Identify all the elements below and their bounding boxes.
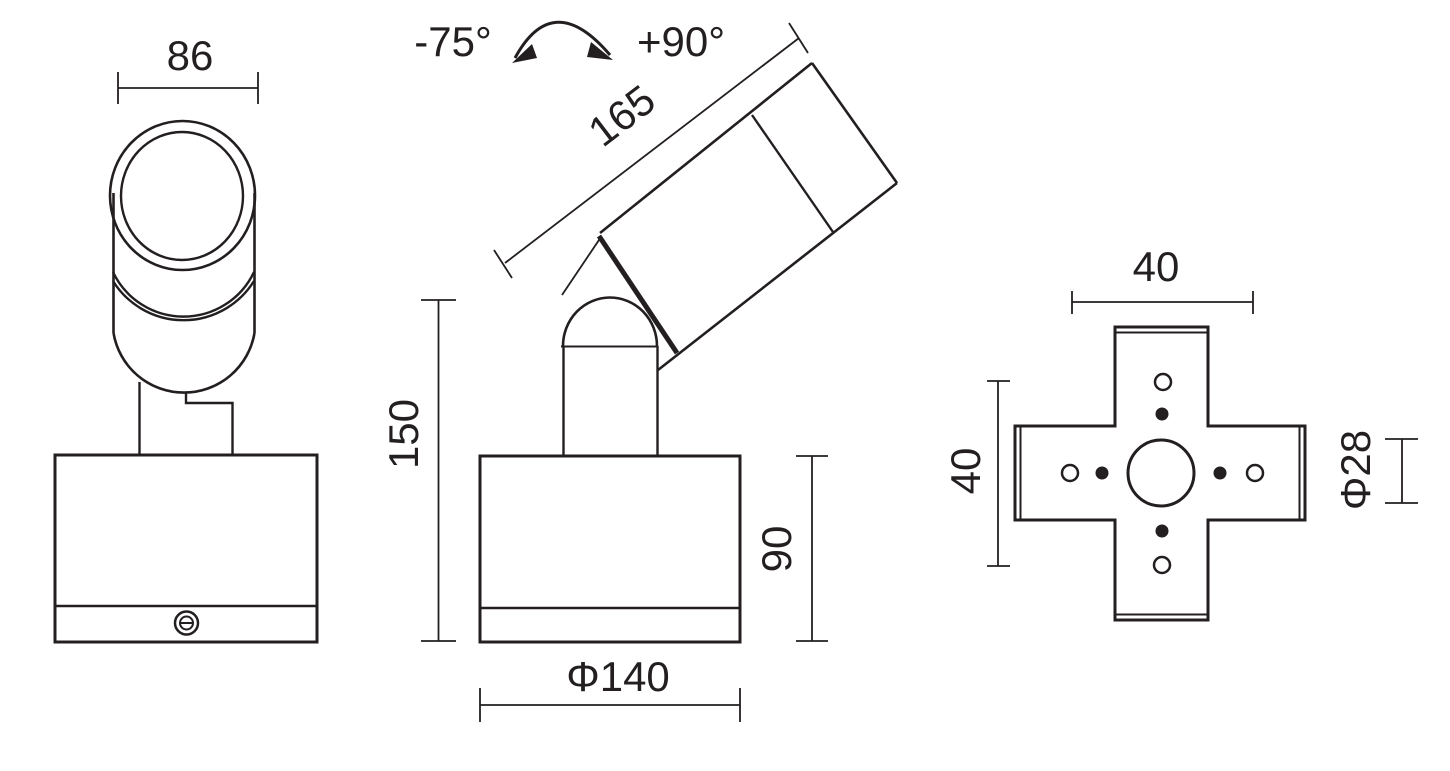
total-height-label: 150 [380, 399, 427, 469]
tilt-forward-label: +90° [637, 18, 725, 65]
neck-step-line [184, 393, 234, 455]
mounting-plate-view [987, 291, 1418, 622]
arc-arrow-curve [513, 20, 612, 59]
front-width-label: 86 [167, 32, 214, 79]
hole-spacing-horizontal-dimension [1071, 291, 1254, 314]
dimension-line [504, 37, 800, 264]
extension-tick-back [788, 22, 809, 54]
knuckle-edge-line [561, 236, 602, 296]
mount-hole-top [1153, 372, 1173, 392]
head-length-dimension [493, 22, 809, 279]
center-hole-diameter-label: Φ28 [1332, 430, 1379, 510]
mount-hole-left [1060, 463, 1080, 483]
arc-arrowhead-right-icon [587, 42, 613, 60]
base-diameter-label: Φ140 [566, 653, 670, 700]
pin-dot-bottom [1155, 524, 1169, 538]
total-height-dimension [421, 299, 456, 642]
mount-hole-right [1245, 463, 1265, 483]
base-height-label: 90 [753, 526, 800, 573]
base-outline [53, 453, 319, 644]
lens-inner-rim [119, 130, 245, 262]
body-bottom-arc [112, 332, 256, 394]
base-height-dimension [796, 455, 828, 642]
center-hole-diameter-dimension [1385, 438, 1418, 504]
hole-spacing-vertical-dimension [987, 380, 1010, 567]
head-bottom-edge [657, 181, 898, 372]
head-back-edge [810, 62, 899, 184]
screw-inner-circle [179, 615, 194, 631]
body-seam-arc-2 [111, 280, 256, 322]
tilt-back-label: -75° [414, 18, 492, 65]
hole-spacing-horizontal-label: 40 [1133, 243, 1180, 290]
head-top-edge [599, 61, 813, 235]
mount-hole-bottom [1152, 555, 1172, 575]
side-view [421, 20, 899, 722]
hole-spacing-vertical-label: 40 [942, 448, 989, 495]
base-outline [478, 454, 742, 644]
pivot-dome-arc [561, 296, 659, 347]
tilt-range-arrow [512, 20, 613, 63]
center-hole [1126, 438, 1196, 508]
lens-bezel-band [596, 234, 680, 355]
pin-dot-right [1213, 466, 1227, 480]
tilted-head [561, 61, 899, 372]
base-diameter-dimension [479, 688, 741, 722]
head-length-label: 165 [580, 76, 664, 156]
cross-plate-outline [1013, 325, 1307, 622]
front-width-dimension [117, 72, 259, 104]
head-cap-seam [751, 114, 834, 233]
front-view [53, 72, 319, 644]
body-seam-arc-1 [111, 271, 256, 318]
lens-outer-rim [108, 119, 257, 272]
pin-dot-top [1155, 407, 1169, 421]
arc-arrowhead-left-icon [512, 44, 537, 63]
screw-outer-circle [173, 610, 200, 636]
pin-dot-left [1095, 466, 1109, 480]
extension-tick-front [493, 249, 513, 279]
